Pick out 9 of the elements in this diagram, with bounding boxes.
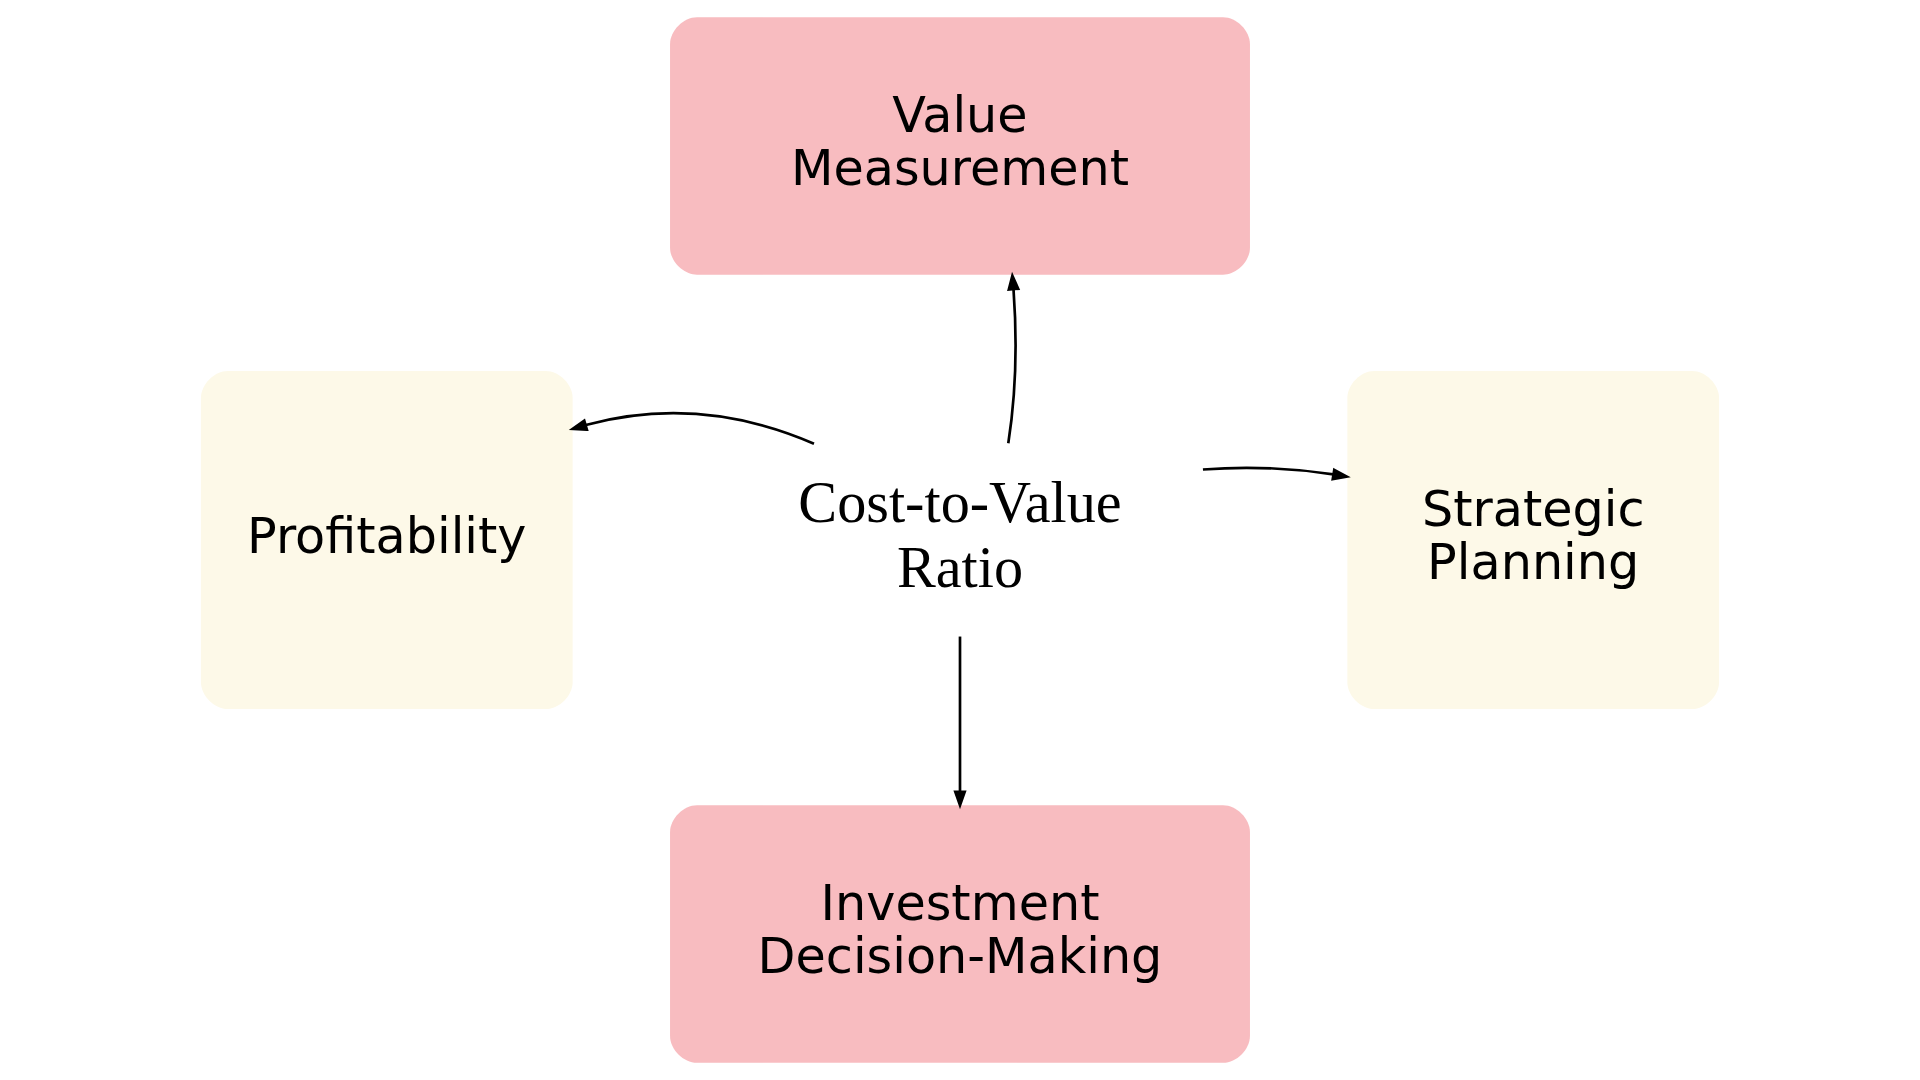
node-box: Value Measurement [670,17,1250,275]
arrow [953,636,967,810]
arrow [568,411,815,445]
node-box: Profitability [200,370,573,710]
node-box: Strategic Planning [1347,370,1720,710]
arrow [1006,271,1021,444]
node-text: Cost-to-Value Ratio [798,469,1122,600]
node-box: Investment Decision-Making [670,805,1250,1063]
arrow [1202,466,1351,481]
